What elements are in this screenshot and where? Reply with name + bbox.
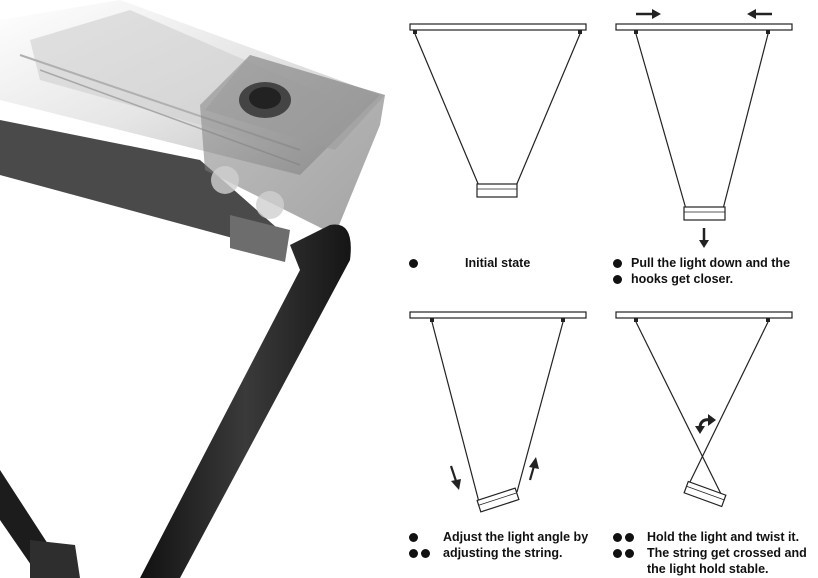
caption-line: Pull the light down and the (631, 256, 791, 270)
string-left (414, 33, 480, 187)
caption-line: The string get crossed and (647, 546, 807, 560)
string-right (722, 33, 769, 210)
string-right (687, 321, 769, 487)
ceiling-bar (615, 311, 793, 319)
light-fixture (683, 480, 727, 508)
caption-line: Adjust the light angle by (443, 530, 589, 544)
light-fixture (683, 206, 726, 221)
panel-initial-state (409, 23, 587, 198)
bullet-dot-icon (409, 549, 418, 559)
bullet-dot-icon (421, 549, 430, 559)
string-right (515, 33, 581, 187)
bullet-dot-icon (613, 259, 622, 269)
caption-line: the light hold stable. (647, 562, 769, 576)
arrow-down-icon (449, 465, 461, 490)
bullet-dot-icon (613, 275, 622, 285)
arrow-down-icon (699, 228, 709, 248)
hanging-arm (140, 224, 351, 578)
caption-line: hooks get closer. (631, 272, 734, 286)
bullet-dot-icon (613, 549, 622, 559)
caption-line: Hold the light and twist it. (647, 530, 800, 544)
bullet-dot-icon (625, 533, 634, 543)
caption-initial-state: Initial state (409, 255, 609, 275)
bullet-dot-icon (409, 533, 418, 543)
bullet-dot-icon (409, 259, 418, 269)
string-left (431, 321, 481, 507)
panel-twist (615, 311, 793, 508)
ceiling-bar (409, 23, 587, 31)
caption-adjust-angle: Adjust the light angle by adjusting the … (409, 529, 609, 569)
panel-adjust-angle (409, 311, 587, 513)
hanger-clip (230, 215, 290, 262)
panel-pull-down (615, 9, 793, 248)
product-photo (0, 0, 385, 578)
arrow-right-icon (636, 9, 661, 19)
caption-line: adjusting the string. (443, 546, 563, 560)
bullet-dot-icon (613, 533, 622, 543)
caption-twist: Hold the light and twist it. The string … (613, 529, 813, 577)
arrow-left-icon (747, 9, 772, 19)
light-fixture (476, 183, 518, 198)
string-left (635, 321, 724, 499)
arrow-up-icon (528, 457, 539, 481)
ceiling-bar (615, 23, 793, 31)
light-fixture (476, 487, 520, 513)
rail-underside (0, 120, 285, 240)
caption-line: Initial state (465, 256, 531, 270)
string-left (635, 33, 687, 210)
caption-pull-down: Pull the light down and the hooks get cl… (613, 255, 813, 295)
ceiling-bar (409, 311, 587, 319)
bullet-dot-icon (625, 549, 634, 559)
twist-arrow-icon (695, 414, 716, 434)
string-right (516, 321, 564, 493)
